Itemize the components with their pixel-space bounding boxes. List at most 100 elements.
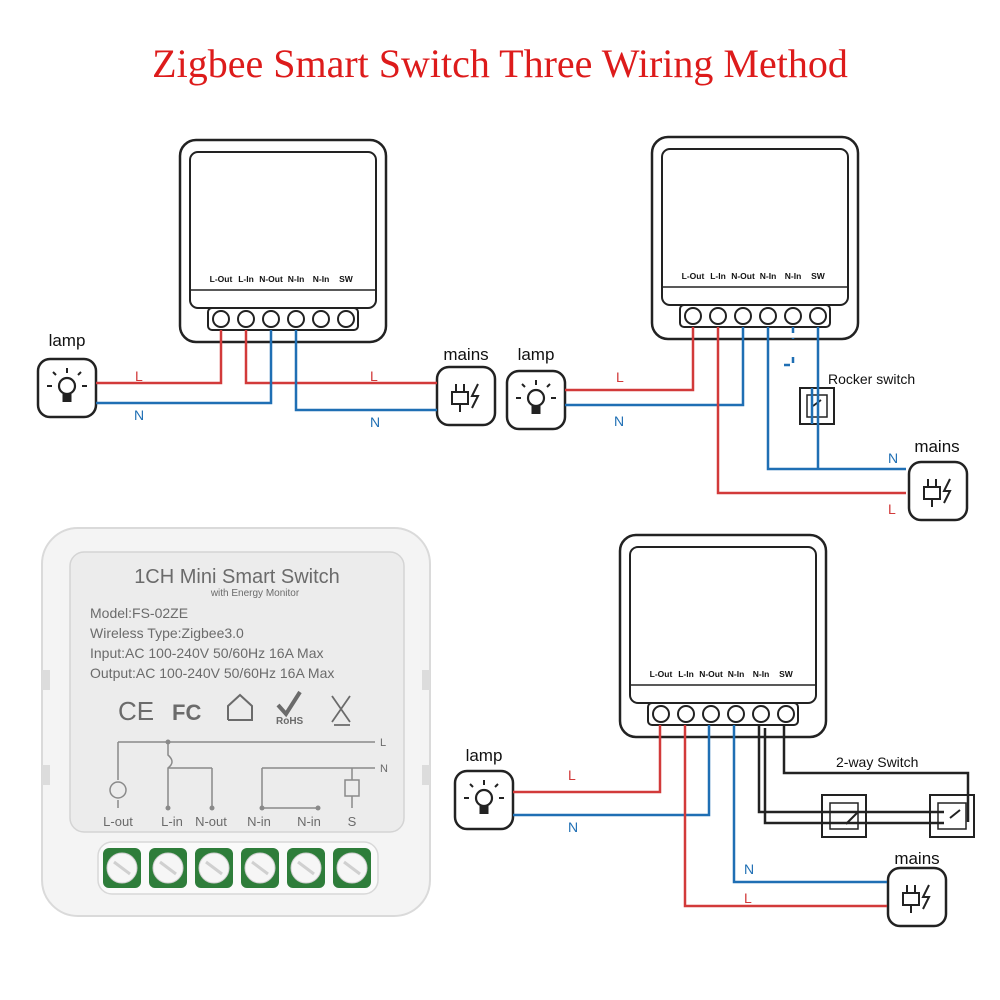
wire-label-N: N — [614, 413, 624, 429]
mains-label: mains — [443, 345, 488, 364]
lamp-label: lamp — [466, 746, 503, 765]
switch-lever — [845, 811, 859, 825]
device-notch — [42, 765, 50, 785]
terminal-label: N-Out — [259, 274, 283, 284]
home-icon — [227, 693, 253, 721]
device-input: Input:AC 100-240V 50/60Hz 16A Max — [90, 645, 323, 661]
mains-label: mains — [914, 437, 959, 456]
screw-slot — [159, 860, 177, 876]
terminal-1 — [709, 307, 727, 325]
wire-neutral — [96, 330, 273, 405]
screw-slot — [205, 860, 223, 876]
terminal-block — [647, 702, 799, 726]
ce-mark-icon: CE — [118, 696, 154, 726]
terminal-label: N-In — [760, 271, 777, 281]
terminal-label: N-In — [728, 669, 745, 679]
wire-label-L: L — [135, 368, 143, 384]
terminal-5 — [809, 307, 827, 325]
device-label-panel — [69, 551, 405, 833]
schematic-label-L: L — [380, 737, 386, 749]
wire-live — [716, 327, 906, 495]
schematic-node — [209, 805, 215, 811]
device-terminal-label: S — [348, 814, 357, 829]
terminal-label: SW — [779, 669, 794, 679]
rohs-mark: RoHS — [276, 716, 304, 727]
schematic-node — [165, 805, 171, 811]
device-terminal-label: N-out — [195, 814, 227, 829]
wire-label-L: L — [744, 890, 752, 906]
terminal-label: N-Out — [731, 271, 755, 281]
screw-slot — [113, 860, 131, 876]
rohs-check-icon — [276, 690, 302, 718]
terminal-2 — [702, 705, 720, 723]
terminal-0 — [684, 307, 702, 325]
terminal-4 — [752, 705, 770, 723]
two-way-switch-label: 2-way Switch — [836, 754, 918, 770]
terminal-label: N-In — [785, 271, 802, 281]
module-face — [629, 546, 817, 704]
terminal-label: L-In — [238, 274, 254, 284]
terminal-2 — [734, 307, 752, 325]
terminal-label: N-In — [288, 274, 305, 284]
lamp-icon — [36, 357, 98, 419]
fcc-mark-icon: FC — [172, 700, 201, 725]
wire-live — [96, 330, 223, 385]
device-terminal-label: L-in — [161, 814, 183, 829]
wire-live — [244, 330, 437, 385]
switch-lever — [949, 809, 961, 819]
terminal-1 — [237, 310, 255, 328]
wire-label-N: N — [134, 407, 144, 423]
terminal-label: N-In — [313, 274, 330, 284]
terminal-label: SW — [811, 271, 826, 281]
device-terminal-label: N-in — [297, 814, 321, 829]
wire-switch — [782, 725, 970, 822]
wire-label-N: N — [370, 414, 380, 430]
plug-icon — [435, 365, 497, 427]
terminal-label: N-In — [753, 669, 770, 679]
wire-neutral — [732, 725, 887, 884]
device-model: Model:FS-02ZE — [90, 605, 188, 621]
weee-bin-icon — [331, 695, 351, 726]
terminal-3 — [287, 310, 305, 328]
schematic-wires — [117, 742, 353, 809]
device-terminal-label: L-out — [103, 814, 133, 829]
terminal-3 — [759, 307, 777, 325]
lamp-label: lamp — [49, 331, 86, 350]
terminal-2 — [262, 310, 280, 328]
schematic-node — [165, 739, 171, 745]
terminal-5 — [337, 310, 355, 328]
terminal-4 — [784, 307, 802, 325]
device-output: Output:AC 100-240V 50/60Hz 16A Max — [90, 665, 334, 681]
wire-neutral — [766, 327, 906, 471]
terminal-1 — [677, 705, 695, 723]
screw-slot — [343, 860, 361, 876]
terminal-label: L-Out — [650, 669, 673, 679]
wire-neutral — [513, 725, 711, 817]
plug-icon — [907, 460, 969, 522]
module-face — [189, 151, 377, 309]
terminal-5 — [777, 705, 795, 723]
wire-neutral-dashed — [783, 357, 795, 367]
mains-label: mains — [894, 849, 939, 868]
terminal-label: L-In — [678, 669, 694, 679]
wire-neutral — [294, 330, 437, 412]
schematic-node — [315, 805, 321, 811]
terminal-label: L-Out — [210, 274, 233, 284]
wire-neutral — [565, 327, 745, 407]
terminal-3 — [727, 705, 745, 723]
device-notch — [422, 670, 430, 690]
wire-switch — [757, 725, 944, 814]
terminal-block — [679, 304, 831, 328]
terminal-label: L-In — [710, 271, 726, 281]
device-terminal-label: N-in — [247, 814, 271, 829]
device-name: 1CH Mini Smart Switch — [134, 566, 340, 588]
terminal-4 — [312, 310, 330, 328]
page-title: Zigbee Smart Switch Three Wiring Method — [152, 41, 848, 86]
screw-slot — [251, 860, 269, 876]
terminal-block — [207, 307, 359, 331]
lamp-icon — [505, 369, 567, 431]
